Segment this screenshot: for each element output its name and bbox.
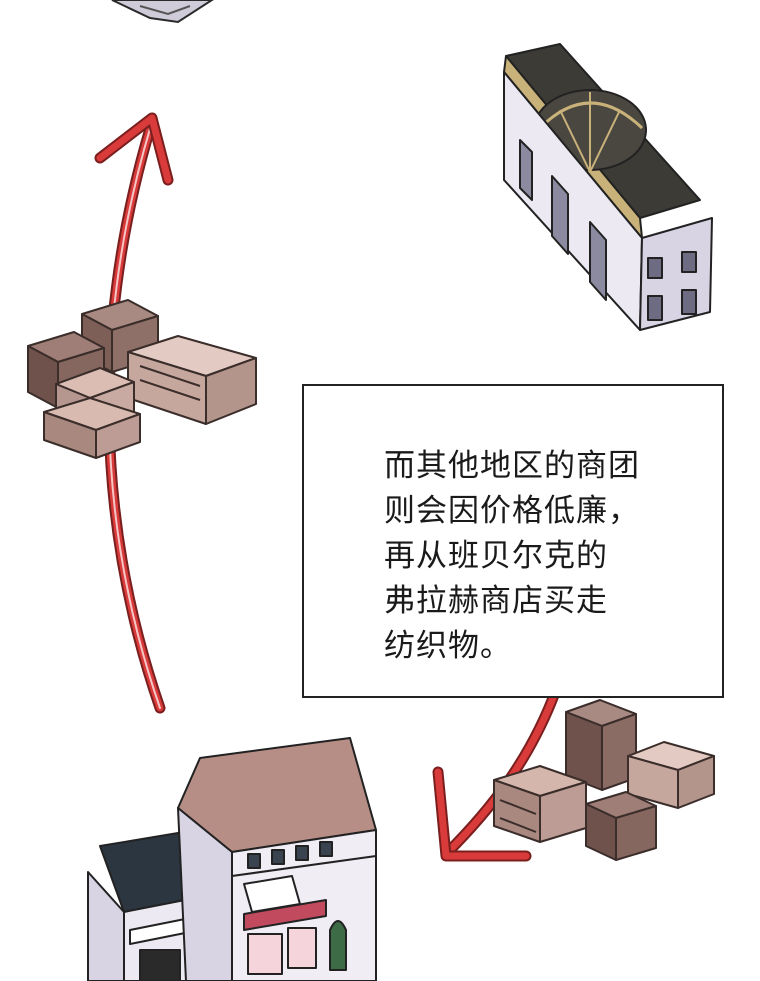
palace-building <box>498 30 718 332</box>
narration-caption-text: 而其他地区的商团 则会因价格低廉， 再从班贝尔克的 弗拉赫商店买走 纺织物。 <box>384 444 640 669</box>
top-building-fragment <box>111 0 214 24</box>
caption-line: 弗拉赫商店买走 <box>384 583 608 619</box>
caption-line: 则会因价格低廉， <box>384 493 640 529</box>
caption-line: 纺织物。 <box>384 628 512 664</box>
caption-line: 再从班贝尔克的 <box>384 538 608 574</box>
caption-line: 而其他地区的商团 <box>384 448 640 484</box>
narration-caption-box: 而其他地区的商团 则会因价格低廉， 再从班贝尔克的 弗拉赫商店买走 纺织物。 <box>302 384 724 698</box>
crates-right <box>493 699 715 861</box>
houses-bottom <box>87 737 377 981</box>
crates-left <box>27 299 257 459</box>
